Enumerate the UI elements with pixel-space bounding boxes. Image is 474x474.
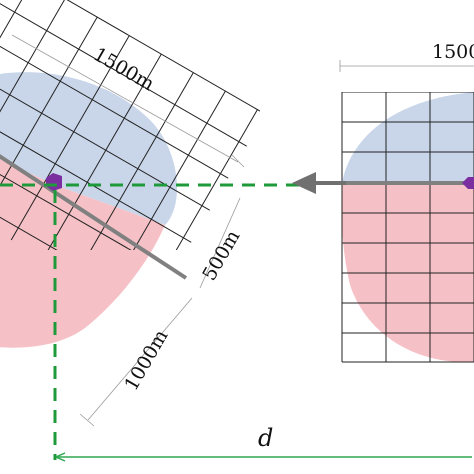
left-width-lower-label: 1000m: [120, 326, 172, 394]
aligned-grid: [341, 92, 474, 363]
dimension-line-right-lower: [87, 297, 193, 421]
rotated-grid: [0, 0, 260, 250]
grid-line-left: [10, 35, 130, 241]
grid-line-left: [0, 0, 247, 147]
grid-line-left: [0, 0, 260, 115]
left-width-upper-label: 500m: [198, 226, 244, 284]
grid-line-left: [42, 53, 162, 250]
upper-region-left: [0, 72, 177, 225]
pentagon-marker-icon-right: [462, 177, 474, 189]
dimension-tick-top-left-end: [231, 154, 245, 168]
grid-line-left: [0, 70, 192, 243]
aligned-field: 1500m: [339, 41, 474, 363]
lower-region-left: [0, 159, 165, 348]
center-line-left: [0, 154, 188, 280]
upper-region-right: [342, 92, 474, 183]
grid-line-left: [0, 38, 210, 211]
grid-line-left: [0, 0, 66, 204]
right-length-label: 1500m: [432, 41, 474, 63]
distance-label: d: [258, 424, 273, 452]
grid-line-left: [106, 90, 226, 250]
grid-line-left: [0, 16, 98, 222]
rotated-field: 1500m 500m 1000m: [0, 0, 260, 427]
dimension-tick-lower-end: [79, 413, 95, 427]
grid-line-left: [0, 134, 155, 250]
dimension-line-top-left: [11, 34, 239, 163]
dimension-line-right-upper: [199, 197, 241, 289]
grid-line-left: [0, 0, 34, 185]
grid-line-left: [0, 102, 173, 250]
grid-line-left: [0, 6, 229, 179]
grid-line-left: [138, 109, 258, 250]
left-arrow-icon: [292, 172, 346, 194]
guides: d: [0, 172, 472, 460]
grid-line-left: [74, 72, 194, 250]
